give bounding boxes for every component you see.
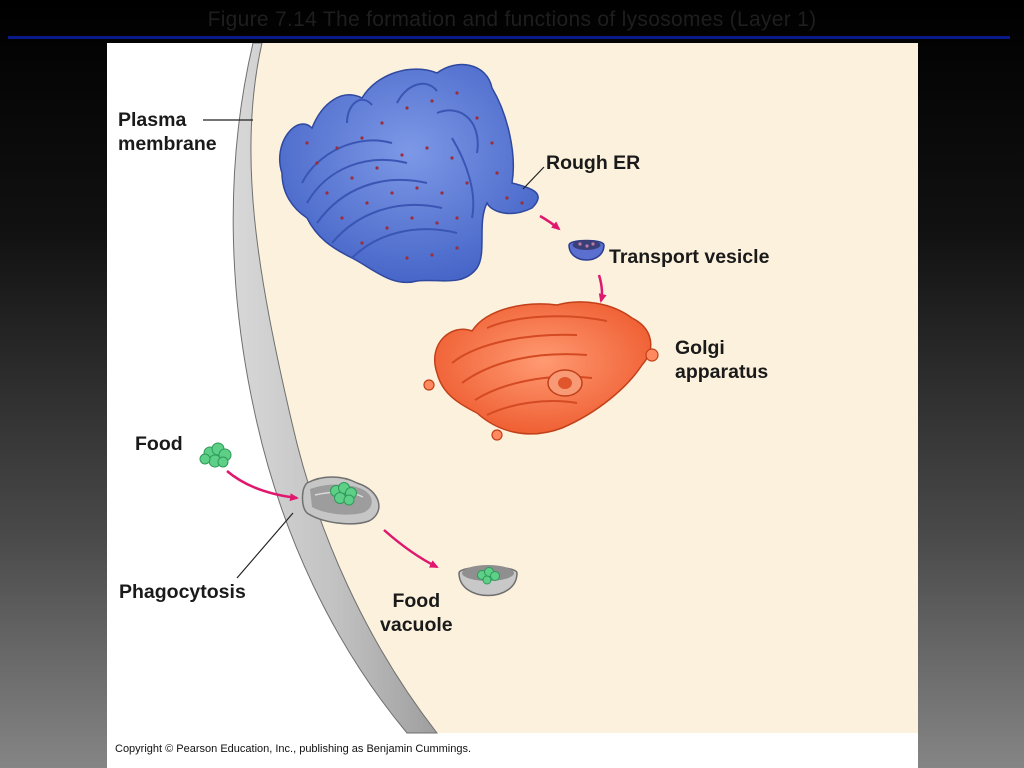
golgi-apparatus [423, 301, 659, 441]
title-underline [8, 36, 1010, 39]
label-food-vacuole: Food vacuole [380, 589, 453, 637]
engulfed-food [330, 482, 357, 506]
label-food-vacuole-line-2: vacuole [380, 614, 453, 636]
label-plasma-membrane-line-1: Plasma [118, 109, 187, 131]
rough-er [279, 63, 539, 284]
label-food: Food [135, 433, 183, 455]
label-transport-vesicle: Transport vesicle [609, 246, 770, 268]
label-food-vacuole-line-1: Food [392, 590, 441, 612]
arrow-phagocytosis-to-vacuole [383, 529, 439, 569]
label-golgi-line-1: Golgi [675, 337, 725, 359]
label-golgi-line-2: apparatus [675, 361, 769, 383]
food-vacuole [458, 565, 518, 597]
arrow-vesicle-to-golgi [597, 274, 607, 303]
plasma-membrane [232, 43, 439, 734]
figure-artwork [199, 43, 918, 734]
label-plasma-membrane-line-2: membrane [118, 133, 217, 155]
arrow-er-to-vesicle [539, 214, 561, 231]
leader-rough-er [522, 166, 545, 190]
leader-phagocytosis [236, 512, 294, 579]
label-plasma-membrane: Plasma membrane [118, 108, 217, 156]
label-phagocytosis: Phagocytosis [119, 581, 246, 603]
slide-title: Figure 7.14 The formation and functions … [207, 8, 817, 31]
copyright-notice: Copyright © Pearson Education, Inc., pub… [115, 743, 472, 755]
lysosome-figure: Plasma membrane Rough ER Transport vesic… [107, 43, 918, 768]
label-rough-er: Rough ER [546, 152, 641, 174]
arrow-food-to-membrane [226, 470, 299, 502]
food-particle [199, 442, 232, 468]
transport-vesicle [568, 239, 605, 261]
label-golgi-apparatus: Golgi apparatus [675, 336, 768, 384]
